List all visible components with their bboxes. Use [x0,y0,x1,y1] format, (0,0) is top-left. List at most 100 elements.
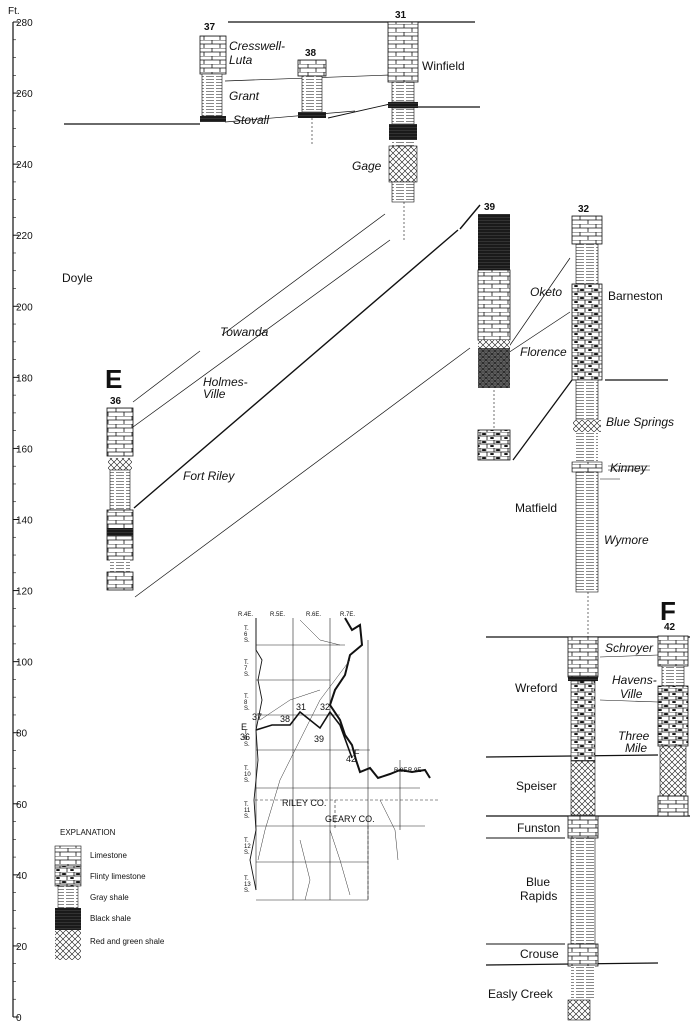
legend-redshale-swatch [55,930,81,960]
label-cresswell: Cresswell- [229,39,285,53]
well-38-column [297,59,327,145]
legend-limestone-label: Limestone [90,851,127,860]
label-ville2: Ville [620,687,643,701]
axis-tick-label: 140 [16,516,33,527]
map-township-label: 13 [244,882,251,888]
label-doyle: Doyle [62,271,93,285]
well-39-column [477,214,511,461]
label-holmes: Holmes- [203,375,248,389]
legend-blackshale-label: Black shale [90,914,131,923]
map-township-label: S. [244,778,250,784]
map-end-e: E [241,722,247,732]
map-range-label: R.9E [408,768,421,774]
axis-tick-label: 200 [16,302,33,313]
map-range-label: R.7E. [340,612,355,618]
map-well-32: 32 [320,702,330,712]
axis-tick-label: 160 [16,444,33,455]
axis-tick-label: 260 [16,89,33,100]
label-gage: Gage [352,159,382,173]
label-ville: Ville [203,387,226,401]
map-end-f: F [354,748,360,758]
map-township-label: S. [244,638,250,644]
label-wreford: Wreford [515,681,557,695]
axis-unit: Ft. [8,6,20,17]
map-township-label: T. [244,626,249,632]
legend-limestone-swatch [54,845,82,867]
axis-tick-label: 120 [16,587,33,598]
map-riley-county: RILEY CO. [282,798,326,808]
map-township-label: 9 [244,736,248,742]
map-township-label: S. [244,672,250,678]
map-township-label: T. [244,838,249,844]
label-schroyer: Schroyer [605,641,654,655]
map-township-label: T. [244,730,249,736]
legend-redshale-label: Red and green shale [90,937,165,946]
legend-flinty-swatch [54,865,82,887]
axis-tick-label: 80 [16,729,28,740]
map-township-label: S. [244,742,250,748]
formation-labels: Cresswell- Luta Grant Stovall Winfield G… [62,39,674,1001]
legend-grayshale-label: Gray shale [90,893,129,902]
legend-title: EXPLANATION [60,828,116,837]
well-32-label: 32 [578,204,590,215]
map-township-label: T. [244,694,249,700]
legend-flinty-label: Flinty limestone [90,872,146,881]
label-speiser: Speiser [516,779,557,793]
map-township-label: 6 [244,632,248,638]
axis-tick-label: 40 [16,871,28,882]
label-blue: Blue [526,875,550,889]
label-towanda: Towanda [220,325,269,339]
label-luta: Luta [229,53,253,67]
map-township-label: S. [244,850,250,856]
label-barneston: Barneston [608,289,663,303]
label-stovall: Stovall [233,113,269,127]
label-crouse: Crouse [520,947,559,961]
well-38-label: 38 [305,48,317,59]
label-blue-springs: Blue Springs [606,415,674,429]
well-37-column [199,35,227,122]
axis-tick-label: 60 [16,800,28,811]
axis-tick-label: 0 [16,1013,22,1024]
section-end-f: F [660,596,676,626]
label-havens: Havens- [612,673,657,687]
map-well-39: 39 [314,734,324,744]
label-winfield: Winfield [422,59,465,73]
map-well-37: 37 [252,712,262,722]
axis-tick-label: 220 [16,231,33,242]
map-well-36: 36 [240,732,250,742]
label-grant: Grant [229,89,260,103]
map-township-label: S. [244,706,250,712]
legend: EXPLANATION Limestone Flinty limestone G… [54,828,165,960]
map-township-label: 12 [244,844,251,850]
map-range-label: R.6E. [306,612,321,618]
map-township-label: 11 [244,808,251,814]
label-easly-creek: Easly Creek [488,987,554,1001]
label-matfield: Matfield [515,501,557,515]
well-42-column [657,635,689,817]
map-range-label: R.5E. [270,612,285,618]
map-township-label: S. [244,888,250,894]
axis-tick-label: 100 [16,658,33,669]
map-township-label: 10 [244,772,251,778]
label-three: Three [618,729,650,743]
label-wymore: Wymore [604,533,649,547]
map-township-label: 8 [244,700,248,706]
label-rapids: Rapids [520,889,557,903]
axis-tick-label: 20 [16,942,28,953]
map-township-label: T. [244,876,249,882]
map-well-38: 38 [280,714,290,724]
map-township-label: T. [244,660,249,666]
well-36-label: 36 [110,396,122,407]
index-map: R.4E.R.5E.R.6E.R.7E.R.8E.R.9ET.6S.T.7S.T… [238,612,440,901]
map-township-label: S. [244,814,250,820]
well-36-column [106,407,134,591]
label-florence: Florence [520,345,567,359]
map-township-label: T. [244,766,249,772]
well-31-column [387,21,419,240]
map-well-42: 42 [346,754,356,764]
well-42-label: 42 [664,622,676,633]
map-geary-county: GEARY CO. [325,814,375,824]
label-fort-riley: Fort Riley [183,469,235,483]
legend-blackshale-swatch [55,908,81,930]
